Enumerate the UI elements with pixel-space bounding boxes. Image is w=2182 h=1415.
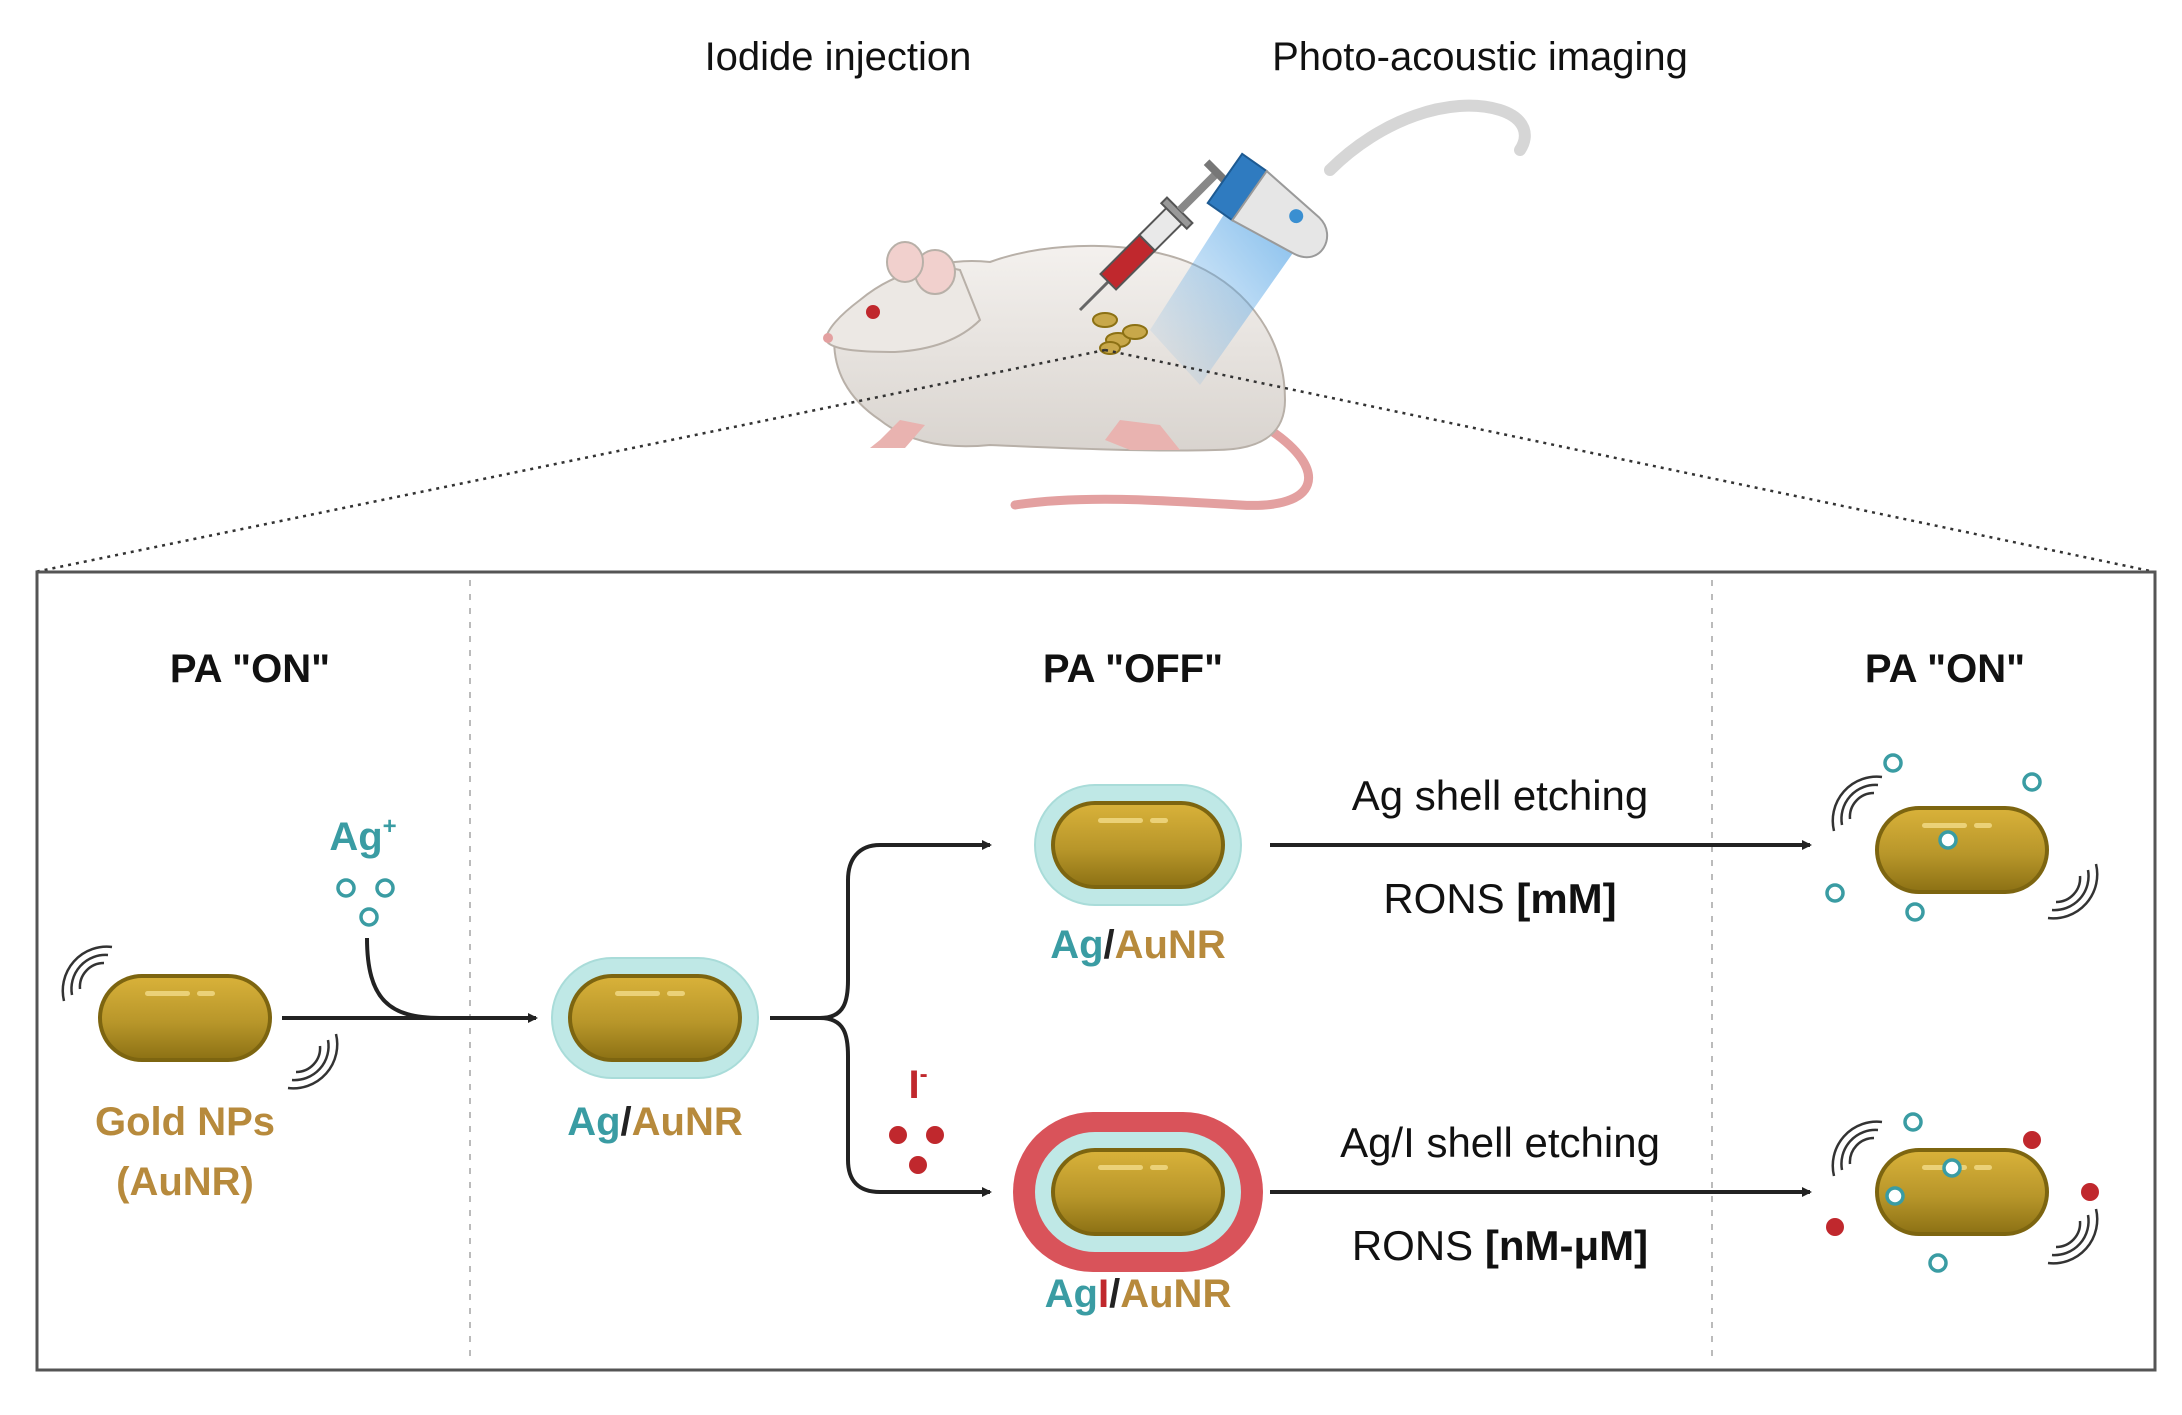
branch-arrow: [770, 840, 992, 1020]
ag-aunr-top-label: Ag/AuNR: [1050, 923, 1226, 967]
mouse-tail: [1010, 425, 1314, 510]
mouse-paw: [1105, 420, 1180, 450]
mouse-paw: [870, 420, 925, 448]
agi-coated-nanorod: [1013, 1112, 1263, 1272]
iodide-ion-label: I-: [908, 1061, 927, 1107]
rons-nm-um-label: RONS [nM-μM]: [1352, 1222, 1648, 1269]
injected-particles: [1092, 312, 1148, 355]
etched-nanorod-top: [1825, 753, 2099, 922]
photoacoustic-imaging-label: Photo-acoustic imaging: [1272, 35, 1688, 79]
ag-coated-nanorod-top: [1034, 784, 1242, 906]
mechanism-panel: [35, 570, 2157, 1372]
mouse-eye: [866, 305, 880, 319]
mouse-ear: [886, 241, 924, 283]
arrow-ag-addition: [365, 937, 441, 1020]
ag-ion-dots: [336, 878, 395, 927]
branch-arrow: [819, 1016, 992, 1197]
ultrasound-probe-icon: [1150, 99, 1531, 385]
gold-np-label: Gold NPs: [95, 1100, 275, 1144]
state-label-left: PA "ON": [170, 647, 330, 691]
ag-aunr-label: Ag/AuNR: [567, 1100, 743, 1144]
agi-shell-etching-label: Ag/I shell etching: [1340, 1119, 1660, 1166]
state-label-middle: PA "OFF": [1043, 647, 1223, 691]
ag-coated-nanorod: [551, 957, 759, 1079]
agi-aunr-label: AgI/AuNR: [1045, 1272, 1232, 1316]
iodide-ion-dots: [889, 1126, 944, 1174]
aunr-label: (AuNR): [116, 1160, 254, 1204]
ag-shell-etching-label: Ag shell etching: [1352, 772, 1649, 819]
iodide-injection-label: Iodide injection: [705, 35, 972, 79]
rons-mm-label: RONS [mM]: [1383, 875, 1616, 922]
ag-ion-label: Ag+: [329, 813, 396, 859]
etched-nanorod-bottom: [1826, 1112, 2099, 1273]
syringe-icon: [1078, 159, 1231, 312]
zoom-lines: [34, 348, 2156, 574]
mouse-nose: [823, 333, 833, 343]
state-label-right: PA "ON": [1865, 647, 2025, 691]
